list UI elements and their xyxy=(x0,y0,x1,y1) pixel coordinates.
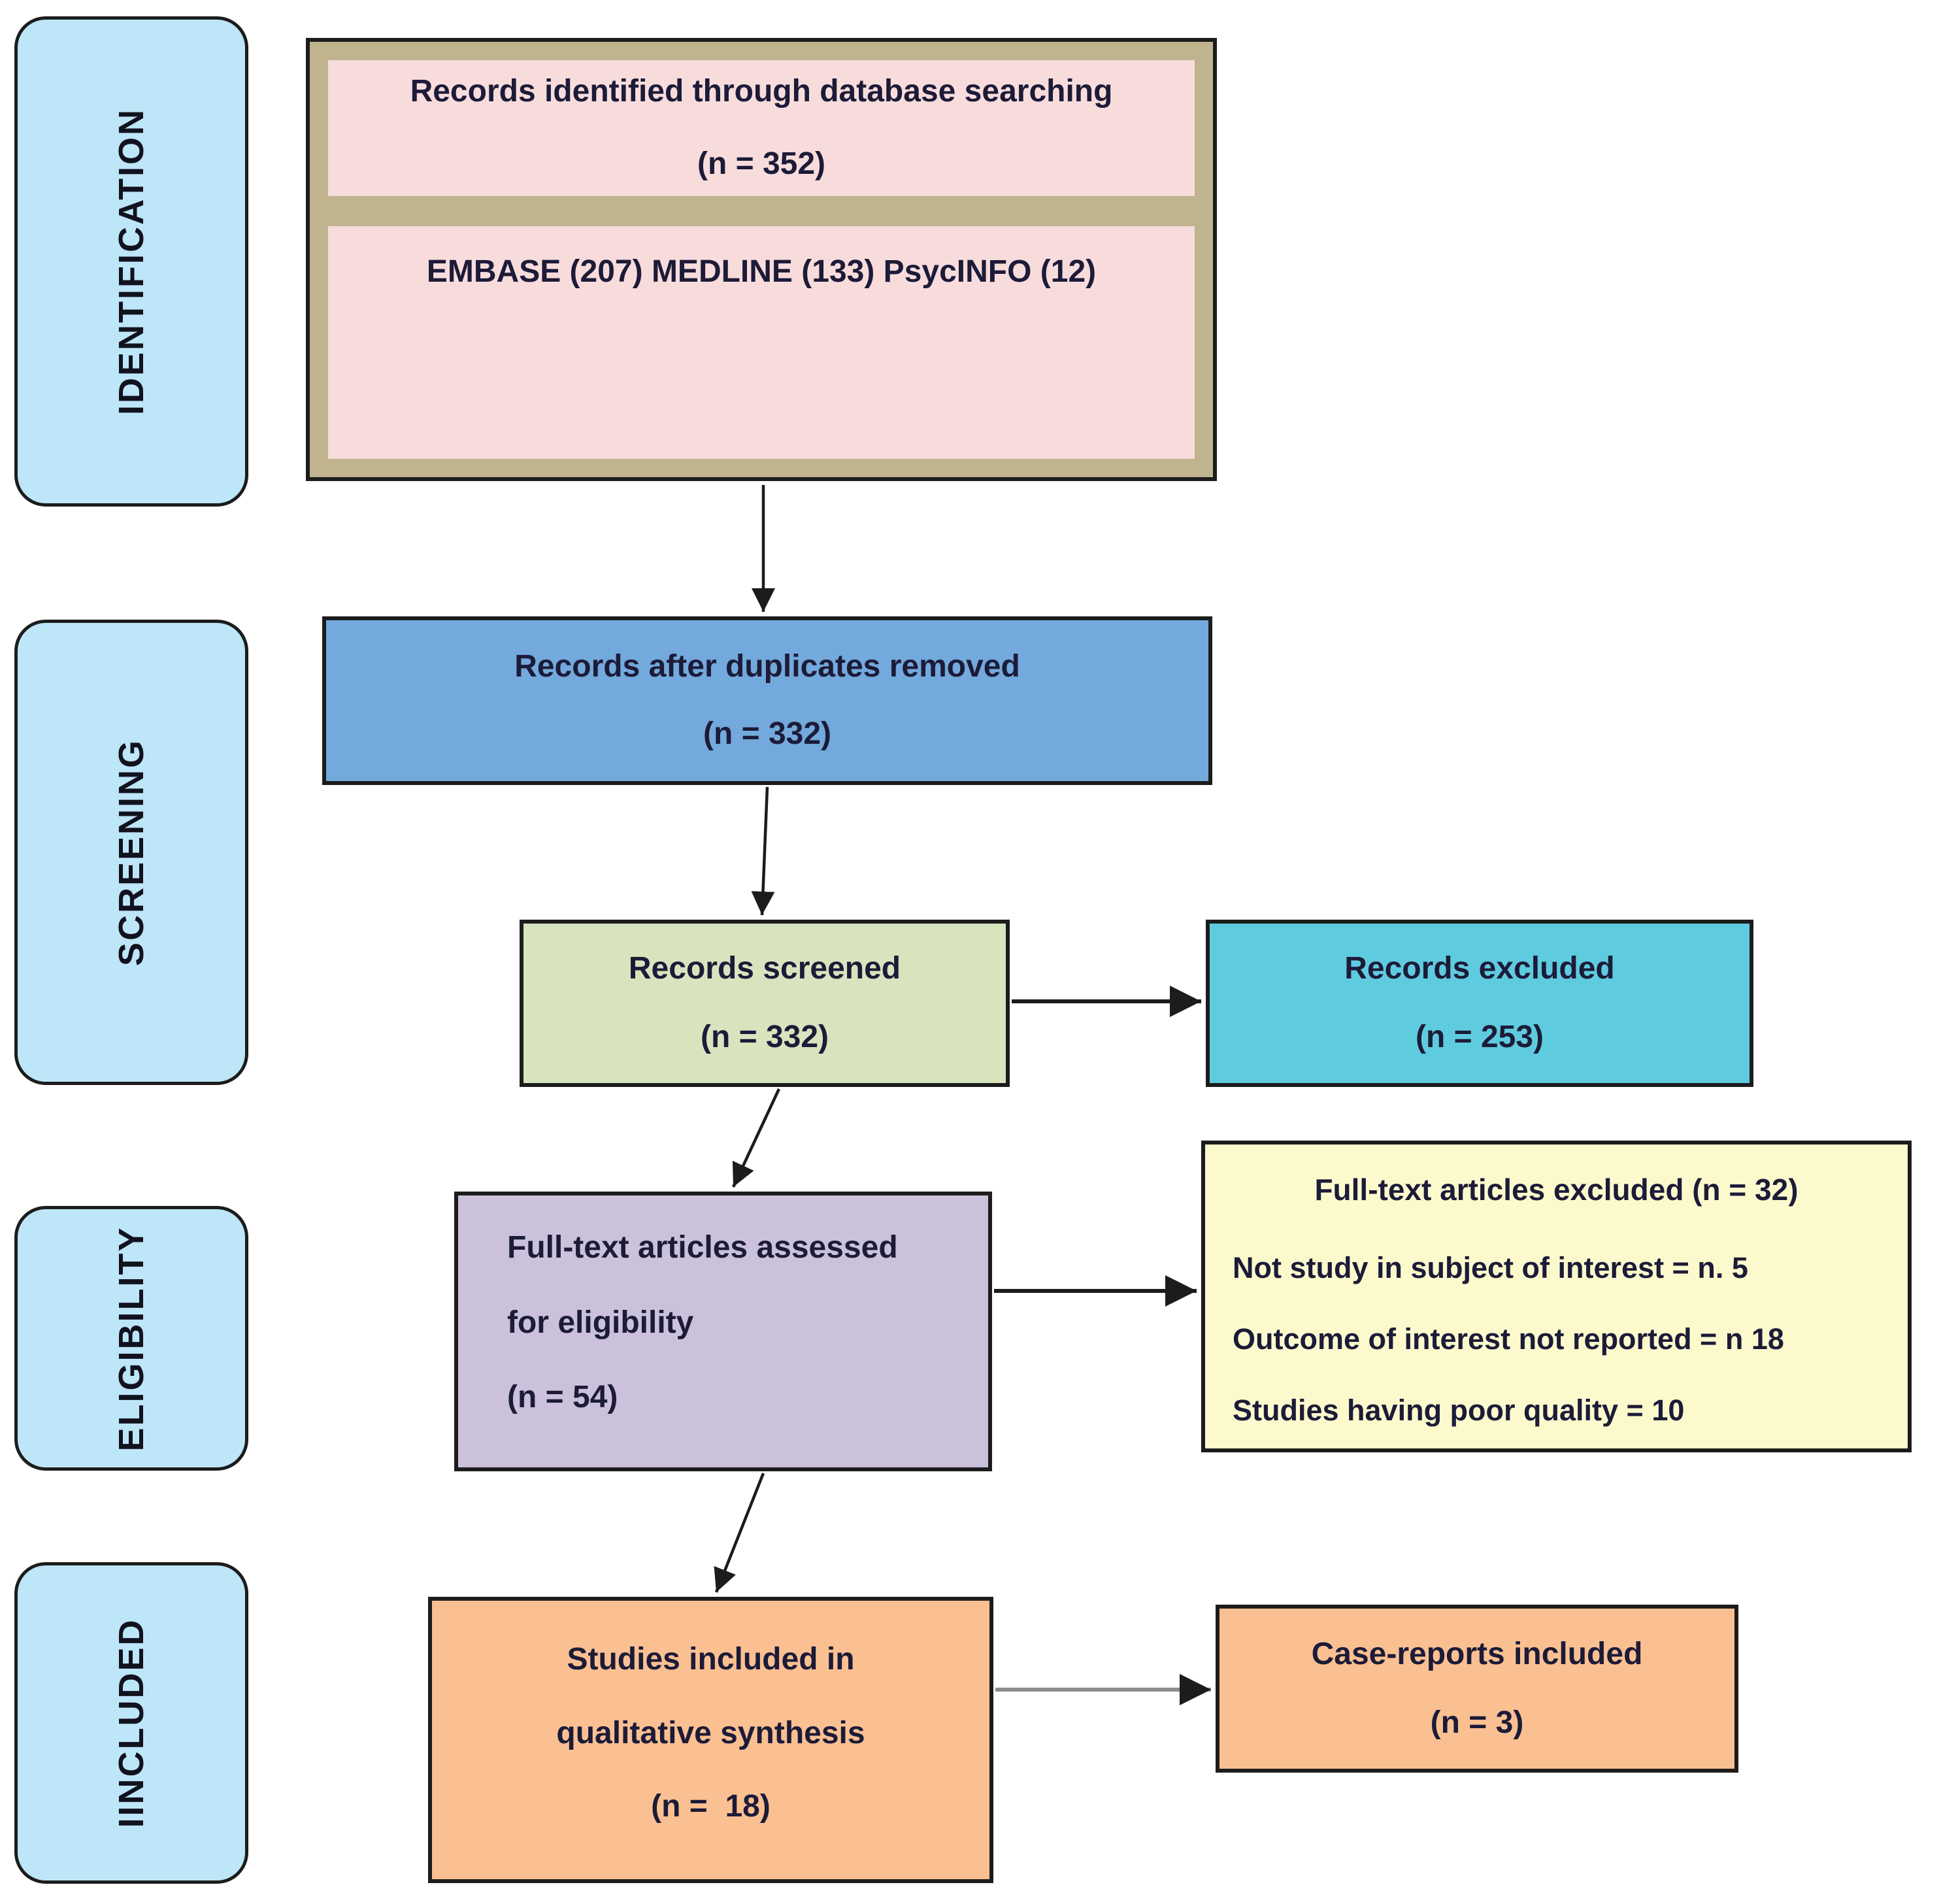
records-identified-sources: EMBASE (207) MEDLINE (133) PsycINFO (12) xyxy=(426,254,1097,289)
records-screened-count: (n = 332) xyxy=(700,1020,829,1054)
records-excluded-title: Records excluded xyxy=(1344,951,1615,986)
records-excluded-count: (n = 253) xyxy=(1415,1020,1544,1054)
qualitative-synthesis-line2: qualitative synthesis xyxy=(556,1715,865,1750)
flow-box-fulltext-excluded: Full-text articles excluded (n = 32) Not… xyxy=(1201,1141,1912,1452)
arrow-duplicates-to-screened xyxy=(751,786,775,916)
duplicates-removed-title: Records after duplicates removed xyxy=(514,649,1020,684)
fulltext-assessed-count: (n = 54) xyxy=(507,1380,618,1415)
flow-box-fulltext-assessed: Full-text articles assessed for eligibil… xyxy=(454,1192,992,1471)
exclusion-reason: Outcome of interest not reported = n 18 xyxy=(1233,1322,1784,1356)
exclusion-reason: Studies having poor quality = 10 xyxy=(1233,1394,1685,1428)
stage-label-text: SCREENING xyxy=(112,738,151,967)
flow-box-case-reports: Case-reports included (n = 3) xyxy=(1216,1605,1738,1773)
stage-label-eligibility: ELIGIBILITY xyxy=(14,1206,248,1471)
records-identified-header: Records identified through database sear… xyxy=(328,60,1195,196)
arrow-screened-to-fulltext xyxy=(731,1088,781,1188)
records-identified-count: (n = 352) xyxy=(697,146,826,181)
stage-label-text: IINCLUDED xyxy=(112,1618,151,1828)
stage-label-included: IINCLUDED xyxy=(14,1562,248,1884)
qualitative-synthesis-line1: Studies included in xyxy=(567,1642,855,1677)
case-reports-count: (n = 3) xyxy=(1430,1705,1524,1740)
arrow-fulltext-to-qualitative xyxy=(714,1473,765,1593)
qualitative-synthesis-count: (n = 18) xyxy=(651,1789,771,1824)
records-identified-title: Records identified through database sear… xyxy=(410,74,1113,109)
box-divider xyxy=(328,196,1195,226)
stage-label-text: IDENTIFICATION xyxy=(112,108,151,415)
stage-label-identification: IDENTIFICATION xyxy=(14,16,248,507)
flow-box-duplicates-removed: Records after duplicates removed (n = 33… xyxy=(322,616,1212,785)
duplicates-removed-count: (n = 332) xyxy=(703,716,832,751)
case-reports-title: Case-reports included xyxy=(1311,1636,1643,1671)
fulltext-excluded-title: Full-text articles excluded (n = 32) xyxy=(1314,1173,1799,1207)
stage-label-screening: SCREENING xyxy=(14,620,248,1085)
fulltext-assessed-line1: Full-text articles assessed xyxy=(507,1230,898,1265)
fulltext-assessed-line2: for eligibility xyxy=(507,1305,694,1340)
records-identified-sources-panel: EMBASE (207) MEDLINE (133) PsycINFO (12) xyxy=(328,226,1195,459)
exclusion-reason: Not study in subject of interest = n. 5 xyxy=(1233,1251,1748,1285)
flow-box-records-excluded: Records excluded (n = 253) xyxy=(1206,920,1753,1087)
flow-box-records-screened: Records screened (n = 332) xyxy=(520,920,1010,1087)
fulltext-excluded-reasons: Not study in subject of interest = n. 5 … xyxy=(1205,1250,1800,1428)
stage-label-text: ELIGIBILITY xyxy=(112,1225,151,1452)
flow-box-qualitative-synthesis: Studies included in qualitative synthesi… xyxy=(428,1597,993,1883)
records-screened-title: Records screened xyxy=(628,951,901,986)
flow-box-records-identified: Records identified through database sear… xyxy=(306,38,1217,481)
